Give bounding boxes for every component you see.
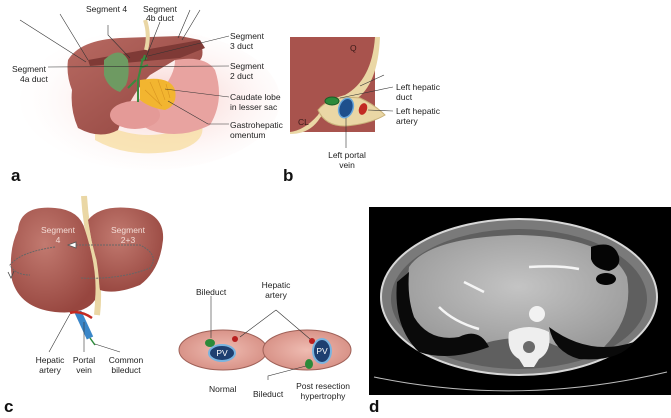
label-caudate-2: in lesser sac	[230, 102, 278, 112]
label-c-normal: Normal	[209, 384, 237, 394]
stomach-fold	[110, 101, 160, 129]
label-segment-2-duct-1: Segment	[230, 61, 265, 71]
panel-letter-b: b	[283, 166, 294, 185]
ct-stomach-gas-2	[596, 273, 616, 285]
rotation-arrow	[9, 244, 154, 279]
ct-left-lung-gap	[549, 327, 634, 360]
panel-letter-a: a	[11, 166, 21, 185]
label-left-hepatic-duct-2: duct	[396, 92, 413, 102]
ct-contrast-vessels	[438, 265, 580, 331]
label-c-pv-left: PV	[216, 348, 228, 358]
normal-artery	[232, 336, 238, 342]
label-c-post-resection-1: Post resection	[296, 381, 350, 391]
label-c-post-resection-2: hypertrophy	[300, 391, 346, 401]
label-segment-4a-duct-2: 4a duct	[20, 74, 48, 84]
label-left-hepatic-artery-2: artery	[396, 116, 418, 126]
label-segment-4b-duct-2: 4b duct	[146, 13, 174, 23]
ct-spinal-canal	[523, 341, 535, 353]
label-c-bileduct-bottom: Bileduct	[253, 389, 284, 399]
panel-c-right-lobe	[88, 207, 164, 292]
label-left-hepatic-artery-1: Left hepatic	[396, 106, 440, 116]
post-resection-bileduct	[305, 359, 313, 369]
lower-fat	[95, 120, 203, 154]
panel-letter-d: d	[369, 397, 380, 416]
label-c-bileduct-top: Bileduct	[196, 287, 227, 297]
label-c-segment-23-2: 2+3	[120, 235, 136, 245]
hepatic-artery-tube	[69, 310, 93, 320]
left-portal-vein	[337, 97, 355, 119]
label-segment-3-duct-1: Segment	[230, 31, 265, 41]
normal-bileduct	[205, 339, 215, 347]
left-hepatic-artery	[358, 103, 368, 115]
label-cl: CL	[298, 117, 309, 127]
label-c-common-bileduct-2: bileduct	[111, 365, 141, 375]
post-resection-artery	[309, 338, 315, 344]
label-c-segment-23-1: Segment	[110, 225, 146, 235]
label-c-portal-vein-1: Portal	[72, 355, 96, 365]
label-segment-4: Segment 4	[86, 4, 128, 14]
ct-liver	[408, 235, 629, 351]
label-c-hepatic-artery-mid-2: artery	[265, 290, 287, 300]
label-left-portal-vein-2: vein	[339, 160, 355, 170]
label-c-segment-4-1: Segment	[40, 225, 76, 235]
label-caudate-1: Caudate lobe	[230, 92, 281, 102]
ct-aorta	[529, 306, 545, 322]
ct-table	[373, 371, 668, 392]
common-bileduct-tube	[89, 337, 96, 346]
label-gastrohepatic-1: Gastrohepatic	[230, 120, 283, 130]
panel-c-left-lobe	[10, 207, 96, 313]
ct-stomach-gas-1	[591, 244, 620, 271]
left-hepatic-duct	[324, 96, 340, 106]
label-gastrohepatic-2: omentum	[230, 130, 266, 140]
gallbladder	[104, 52, 129, 92]
label-segment-3-duct-2: 3 duct	[230, 41, 254, 51]
label-c-hepatic-artery-mid-1: Hepatic	[261, 280, 291, 290]
normal-pv	[208, 344, 236, 362]
label-segment-4b-duct-1: Segment	[143, 4, 178, 14]
label-q: Q	[350, 43, 357, 53]
label-c-portal-vein-2: vein	[76, 365, 92, 375]
label-c-hepatic-artery-2: artery	[39, 365, 61, 375]
label-c-hepatic-artery-1: Hepatic	[35, 355, 65, 365]
ct-scan-drawing	[373, 218, 668, 392]
label-left-portal-vein-1: Left portal	[328, 150, 366, 160]
panel-b-liver-edge	[290, 37, 380, 134]
panel-letter-c: c	[4, 397, 14, 416]
label-c-pv-right: PV	[316, 346, 328, 356]
label-left-hepatic-duct-1: Left hepatic	[396, 82, 440, 92]
post-resection-pv	[312, 338, 332, 364]
ct-right-lung-gap	[396, 272, 489, 356]
ct-scan-image	[369, 207, 671, 395]
round-ligament	[143, 19, 150, 51]
label-c-common-bileduct-1: Common	[108, 355, 144, 365]
label-segment-4a-duct-1: Segment	[12, 64, 47, 74]
label-c-segment-4-2: 4	[55, 235, 61, 245]
label-segment-2-duct-2: 2 duct	[230, 71, 254, 81]
